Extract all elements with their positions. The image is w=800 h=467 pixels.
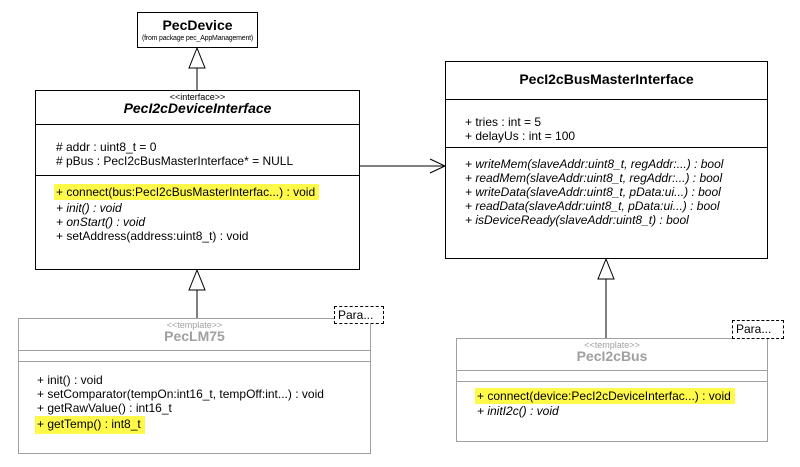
bus-master-operation: + writeMem(slaveAddr:uint8_t, regAddr:..… [465, 157, 724, 171]
highlighted-operation: + connect(bus:PecI2cBusMasterInterfac...… [54, 184, 320, 200]
i2c-bus-name: PecI2cBus [576, 348, 648, 364]
device-interface-operation: + setAddress(address:uint8_t) : void [56, 229, 249, 243]
lm75-operation: + init() : void [37, 373, 103, 387]
generalization-arrowhead-i2cbus [597, 257, 615, 280]
i2c-bus-operation: + connect(device:PecI2cDeviceInterfac...… [475, 388, 735, 404]
pec-device-name: PecDevice [162, 17, 233, 33]
bus-master-separator-2 [446, 147, 767, 148]
generalization-arrowhead-device [188, 46, 206, 69]
device-interface-class[interactable]: <<interface>> PecI2cDeviceInterface # ad… [35, 90, 360, 270]
lm75-stereotype: <<template>> [166, 320, 223, 330]
bus-master-interface-class[interactable]: PecI2cBusMasterInterface + tries : int =… [445, 61, 768, 259]
lm75-name: PecLM75 [164, 328, 225, 344]
lm75-separator-2 [19, 361, 370, 362]
bus-master-attribute: + tries : int = 5 [465, 115, 542, 129]
bus-master-operation: + writeData(slaveAddr:uint8_t, pData:ui.… [465, 185, 721, 199]
lm75-operation: + getTemp() : int8_t [35, 416, 145, 434]
bus-master-separator-1 [446, 99, 767, 100]
device-interface-separator-1 [36, 124, 359, 125]
highlighted-operation: + connect(device:PecI2cDeviceInterfac...… [475, 388, 735, 404]
i2c-bus-template-parameter[interactable]: Para... [732, 320, 784, 339]
bus-master-interface-name: PecI2cBusMasterInterface [519, 71, 694, 87]
device-interface-stereotype: <<interface>> [169, 92, 226, 102]
pec-device-package-note: (from package pec_AppManagement) [141, 35, 254, 42]
device-interface-operation: + init() : void [56, 201, 122, 215]
device-interface-attribute: # addr : uint8_t = 0 [56, 140, 157, 154]
generalization-arrowhead-lm75 [188, 268, 206, 291]
device-interface-operation: + onStart() : void [56, 215, 146, 229]
i2c-bus-separator-2 [457, 381, 767, 382]
device-interface-name: PecI2cDeviceInterface [123, 100, 272, 116]
i2c-bus-stereotype: <<template>> [584, 340, 640, 350]
lm75-class[interactable]: <<template>> PecLM75 + init() : void + s… [18, 318, 371, 454]
lm75-operation: + setComparator(tempOn:int16_t, tempOff:… [37, 387, 324, 401]
bus-master-operation: + isDeviceReady(slaveAddr:uint8_t) : boo… [465, 213, 689, 227]
bus-master-operation: + readMem(slaveAddr:uint8_t, regAddr:...… [465, 171, 723, 185]
bus-master-attribute: + delayUs : int = 100 [465, 129, 576, 143]
lm75-template-parameter[interactable]: Para... [334, 306, 384, 324]
highlighted-operation: + getTemp() : int8_t [35, 416, 145, 434]
i2c-bus-separator-1 [457, 370, 767, 371]
lm75-separator-1 [19, 350, 370, 351]
device-interface-operation: + connect(bus:PecI2cBusMasterInterfac...… [54, 184, 320, 200]
device-interface-attribute: # pBus : PecI2cBusMasterInterface* = NUL… [56, 154, 294, 168]
bus-master-operation: + readData(slaveAddr:uint8_t, pData:ui..… [465, 199, 720, 213]
i2c-bus-class[interactable]: <<template>> PecI2cBus + connect(device:… [456, 338, 768, 442]
i2c-bus-operation: + initI2c() : void [477, 404, 559, 418]
lm75-operation: + getRawValue() : int16_t [37, 401, 172, 415]
device-interface-separator-2 [36, 175, 359, 176]
pec-device-class[interactable]: PecDevice (from package pec_AppManagemen… [137, 12, 258, 48]
